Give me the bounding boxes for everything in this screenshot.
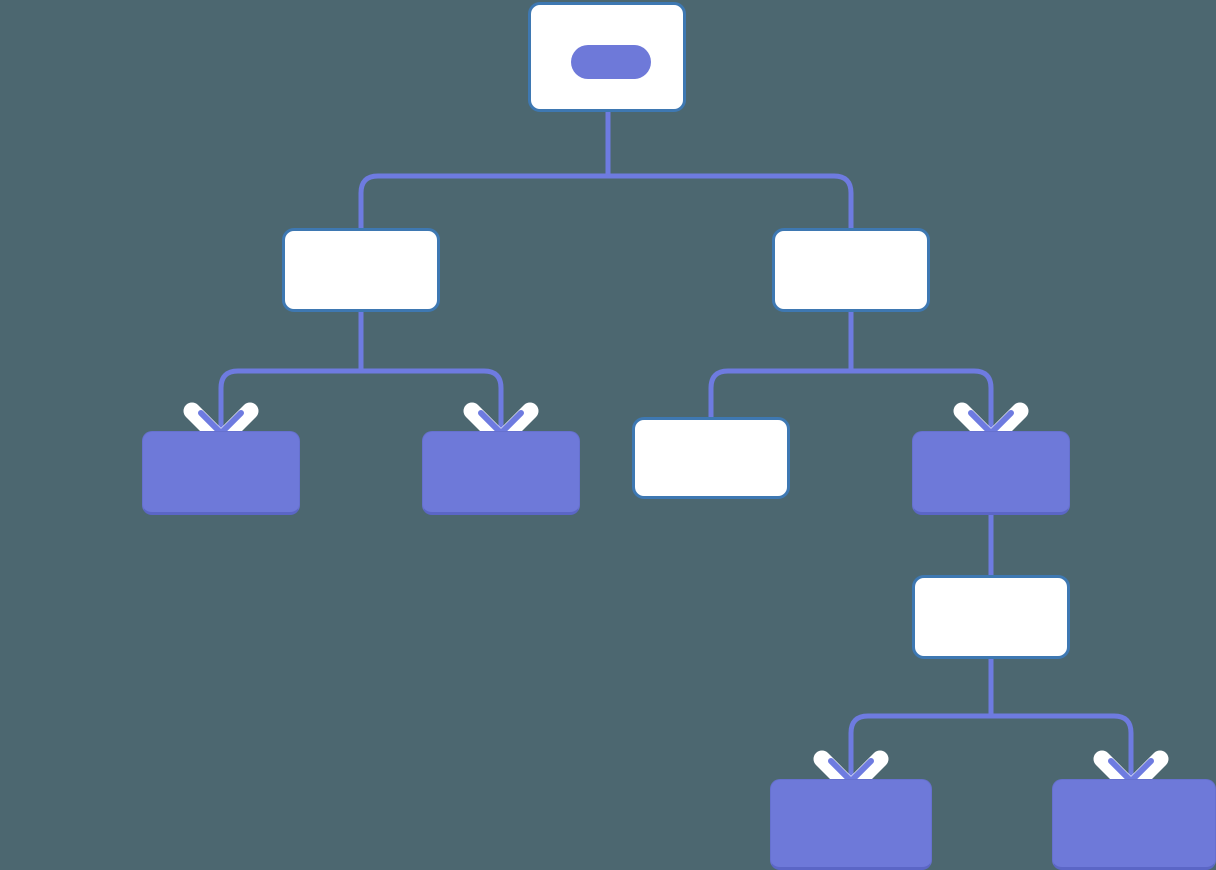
edge-l1-right-to-l2-d <box>851 368 994 432</box>
node-l1-left[interactable] <box>282 228 440 312</box>
edge-l1-left-to-l2-a <box>218 368 361 432</box>
node-l1-right[interactable] <box>772 228 930 312</box>
node-root[interactable] <box>528 2 686 112</box>
node-l2-a[interactable] <box>142 431 300 515</box>
root-pill-badge <box>571 45 651 79</box>
edge-root-to-l1-right <box>608 173 854 228</box>
edge-l3-to-l4-left <box>848 713 991 780</box>
node-l2-c[interactable] <box>632 417 790 499</box>
edge-l3-to-l4-right <box>991 713 1134 780</box>
edge-l1-right-to-l2-c <box>708 368 851 417</box>
node-l2-b[interactable] <box>422 431 580 515</box>
node-l2-d[interactable] <box>912 431 1070 515</box>
edge-root-to-l1-left <box>358 173 608 228</box>
edge-l1-left-to-l2-b <box>361 368 504 432</box>
node-l4-right[interactable] <box>1052 779 1216 870</box>
node-l3-mid[interactable] <box>912 575 1070 659</box>
node-l4-left[interactable] <box>770 779 932 870</box>
